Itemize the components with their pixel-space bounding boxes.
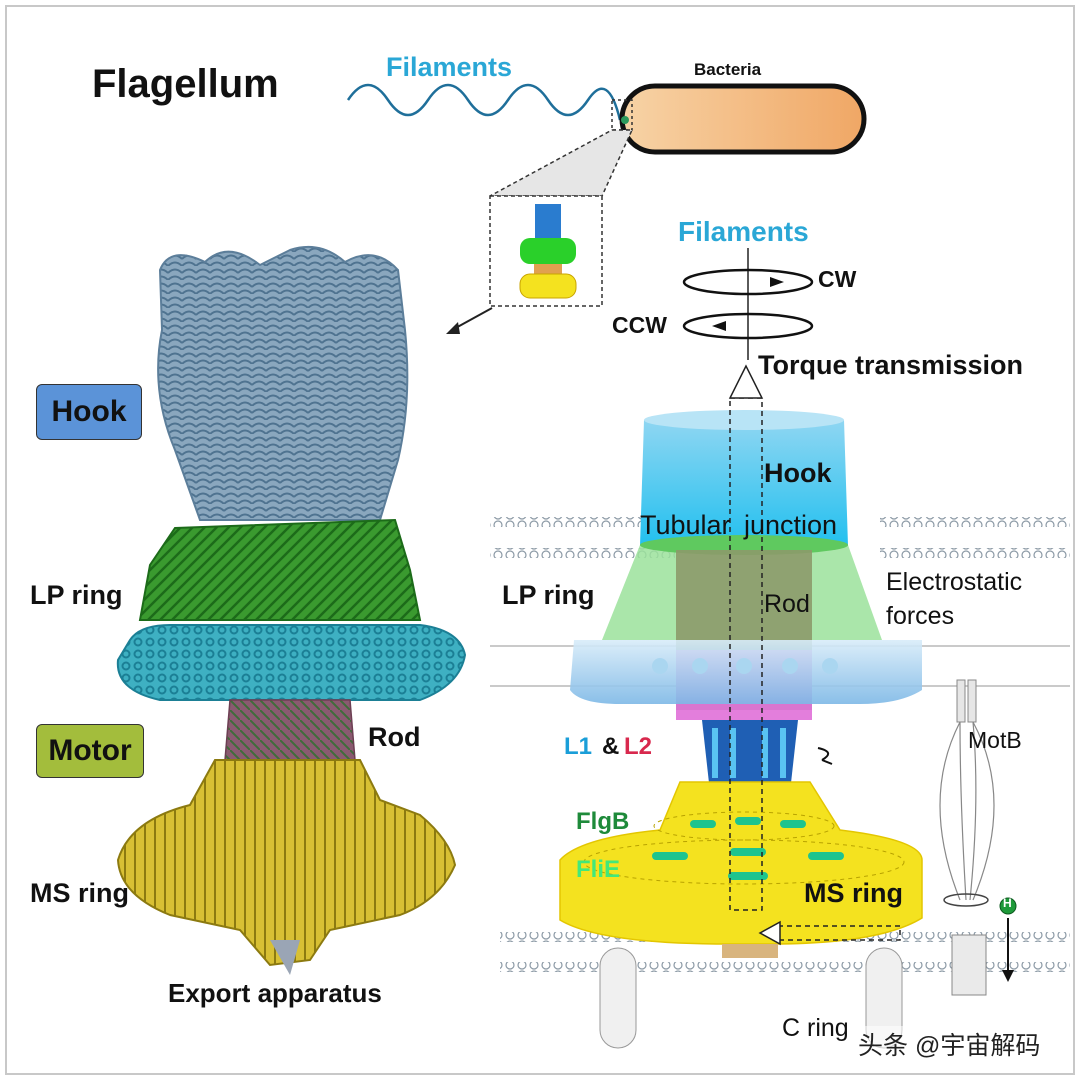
export-stub [722,944,778,958]
inner-membrane-bottom [500,962,1070,972]
proton-symbol: H [1003,896,1012,910]
motor-box: Motor [36,724,144,778]
flie-bar-3 [808,852,844,860]
c-ring-label: C ring [782,1014,849,1042]
proton-icon [999,897,1017,915]
cw-label: CW [818,266,857,292]
left-ms-ring-label: MS ring [30,878,129,908]
l2-label: L2 [624,733,653,760]
watermark: 头条 @宇宙解码 [858,1026,1041,1062]
rod-model [224,699,356,761]
barrel-slat-3 [762,728,768,778]
outer-membrane-right-bottom [880,548,1070,558]
inset-ms-ring [519,273,577,299]
flgb-bar-2 [735,817,761,825]
top-filaments-label: Filaments [386,52,513,82]
barrel-slat-1 [712,728,718,778]
left-lp-ring-label: LP ring [30,580,123,610]
export-apparatus-model [270,940,300,975]
proton-path [778,925,901,941]
ring-bead-4 [782,658,798,674]
motb-peg-right [967,679,977,723]
l1-label: L1 [564,733,593,760]
inset-hook [535,204,561,238]
bacterium-body [619,83,867,155]
proton-flow-arrowhead [1002,970,1014,982]
hook-top [644,410,844,430]
right-ms-ring-label: MS ring [804,878,903,908]
barrel-slat-4 [780,728,786,778]
ring-bead-3 [736,658,752,674]
hook-cylinder [640,420,848,546]
rotation-indicator [817,747,833,765]
flgb-label: FlgB [576,808,630,835]
figure-border [5,5,1075,1075]
cw-rotation-ring [682,268,814,296]
electrostatic-label: Electrostatic [886,568,1023,596]
flgb-bar-1 [690,820,716,828]
proton-path-arrowhead [758,920,781,946]
flie-bar-2 [730,848,766,856]
right-hook-label: Hook [764,458,832,488]
outer-membrane-left-top [490,517,675,527]
ring-bead-5 [822,658,838,674]
hook-box: Hook [36,384,142,440]
forces-label: forces [886,602,955,630]
motb-linkers [939,721,995,901]
flie-bar-4 [728,872,768,880]
ms-ring-outer-track [583,839,905,885]
flgb-bar-3 [780,820,806,828]
secretion-channel [729,397,763,911]
right-filaments-label: Filaments [678,216,809,247]
ring-bead-1 [652,658,668,674]
ms-ring-inner-track [653,811,835,841]
ccw-label: CCW [612,312,667,338]
lp-ring-model-top [138,518,422,621]
figure-title: Flagellum [92,62,279,106]
motb-label: MotB [968,727,1022,753]
ccw-arrowhead [712,321,726,331]
inset-rod [534,264,562,274]
ampersand-label: & [602,733,620,760]
hook-model [157,246,409,521]
ms-ring-model [116,759,457,967]
left-rod-label: Rod [368,722,421,752]
zoom-funnel [489,129,634,197]
rod-barrel [702,720,798,792]
ring-bead-2 [692,658,708,674]
mota-stator [951,934,987,996]
export-apparatus-label: Export apparatus [168,978,382,1008]
ccw-rotation-ring [682,312,814,340]
tubular-label: Tubular [640,510,731,540]
inset-lp-ring [520,238,576,264]
cw-arrowhead [770,277,784,287]
filament-wave [346,83,622,121]
right-rod-label: Rod [764,590,810,618]
barrel-slat-2 [730,728,736,778]
flie-label: FliE [576,856,621,883]
stator-rotation-ring [943,893,989,907]
torque-transmission-label: Torque transmission [758,350,1024,380]
junction-label: junction [744,510,838,540]
c-ring-left [599,947,637,1049]
flie-bar-1 [652,852,688,860]
motb-peg-left [956,679,966,723]
motor-dot [621,116,629,124]
torque-arrowhead [728,364,764,399]
right-lp-ring-label: LP ring [502,580,595,610]
zoom-arrowhead [446,322,460,334]
bacteria-label: Bacteria [694,60,762,79]
outer-membrane-left-bottom [490,548,675,558]
lp-ring-model-bottom [116,624,467,701]
outer-membrane-right-top [880,517,1070,527]
